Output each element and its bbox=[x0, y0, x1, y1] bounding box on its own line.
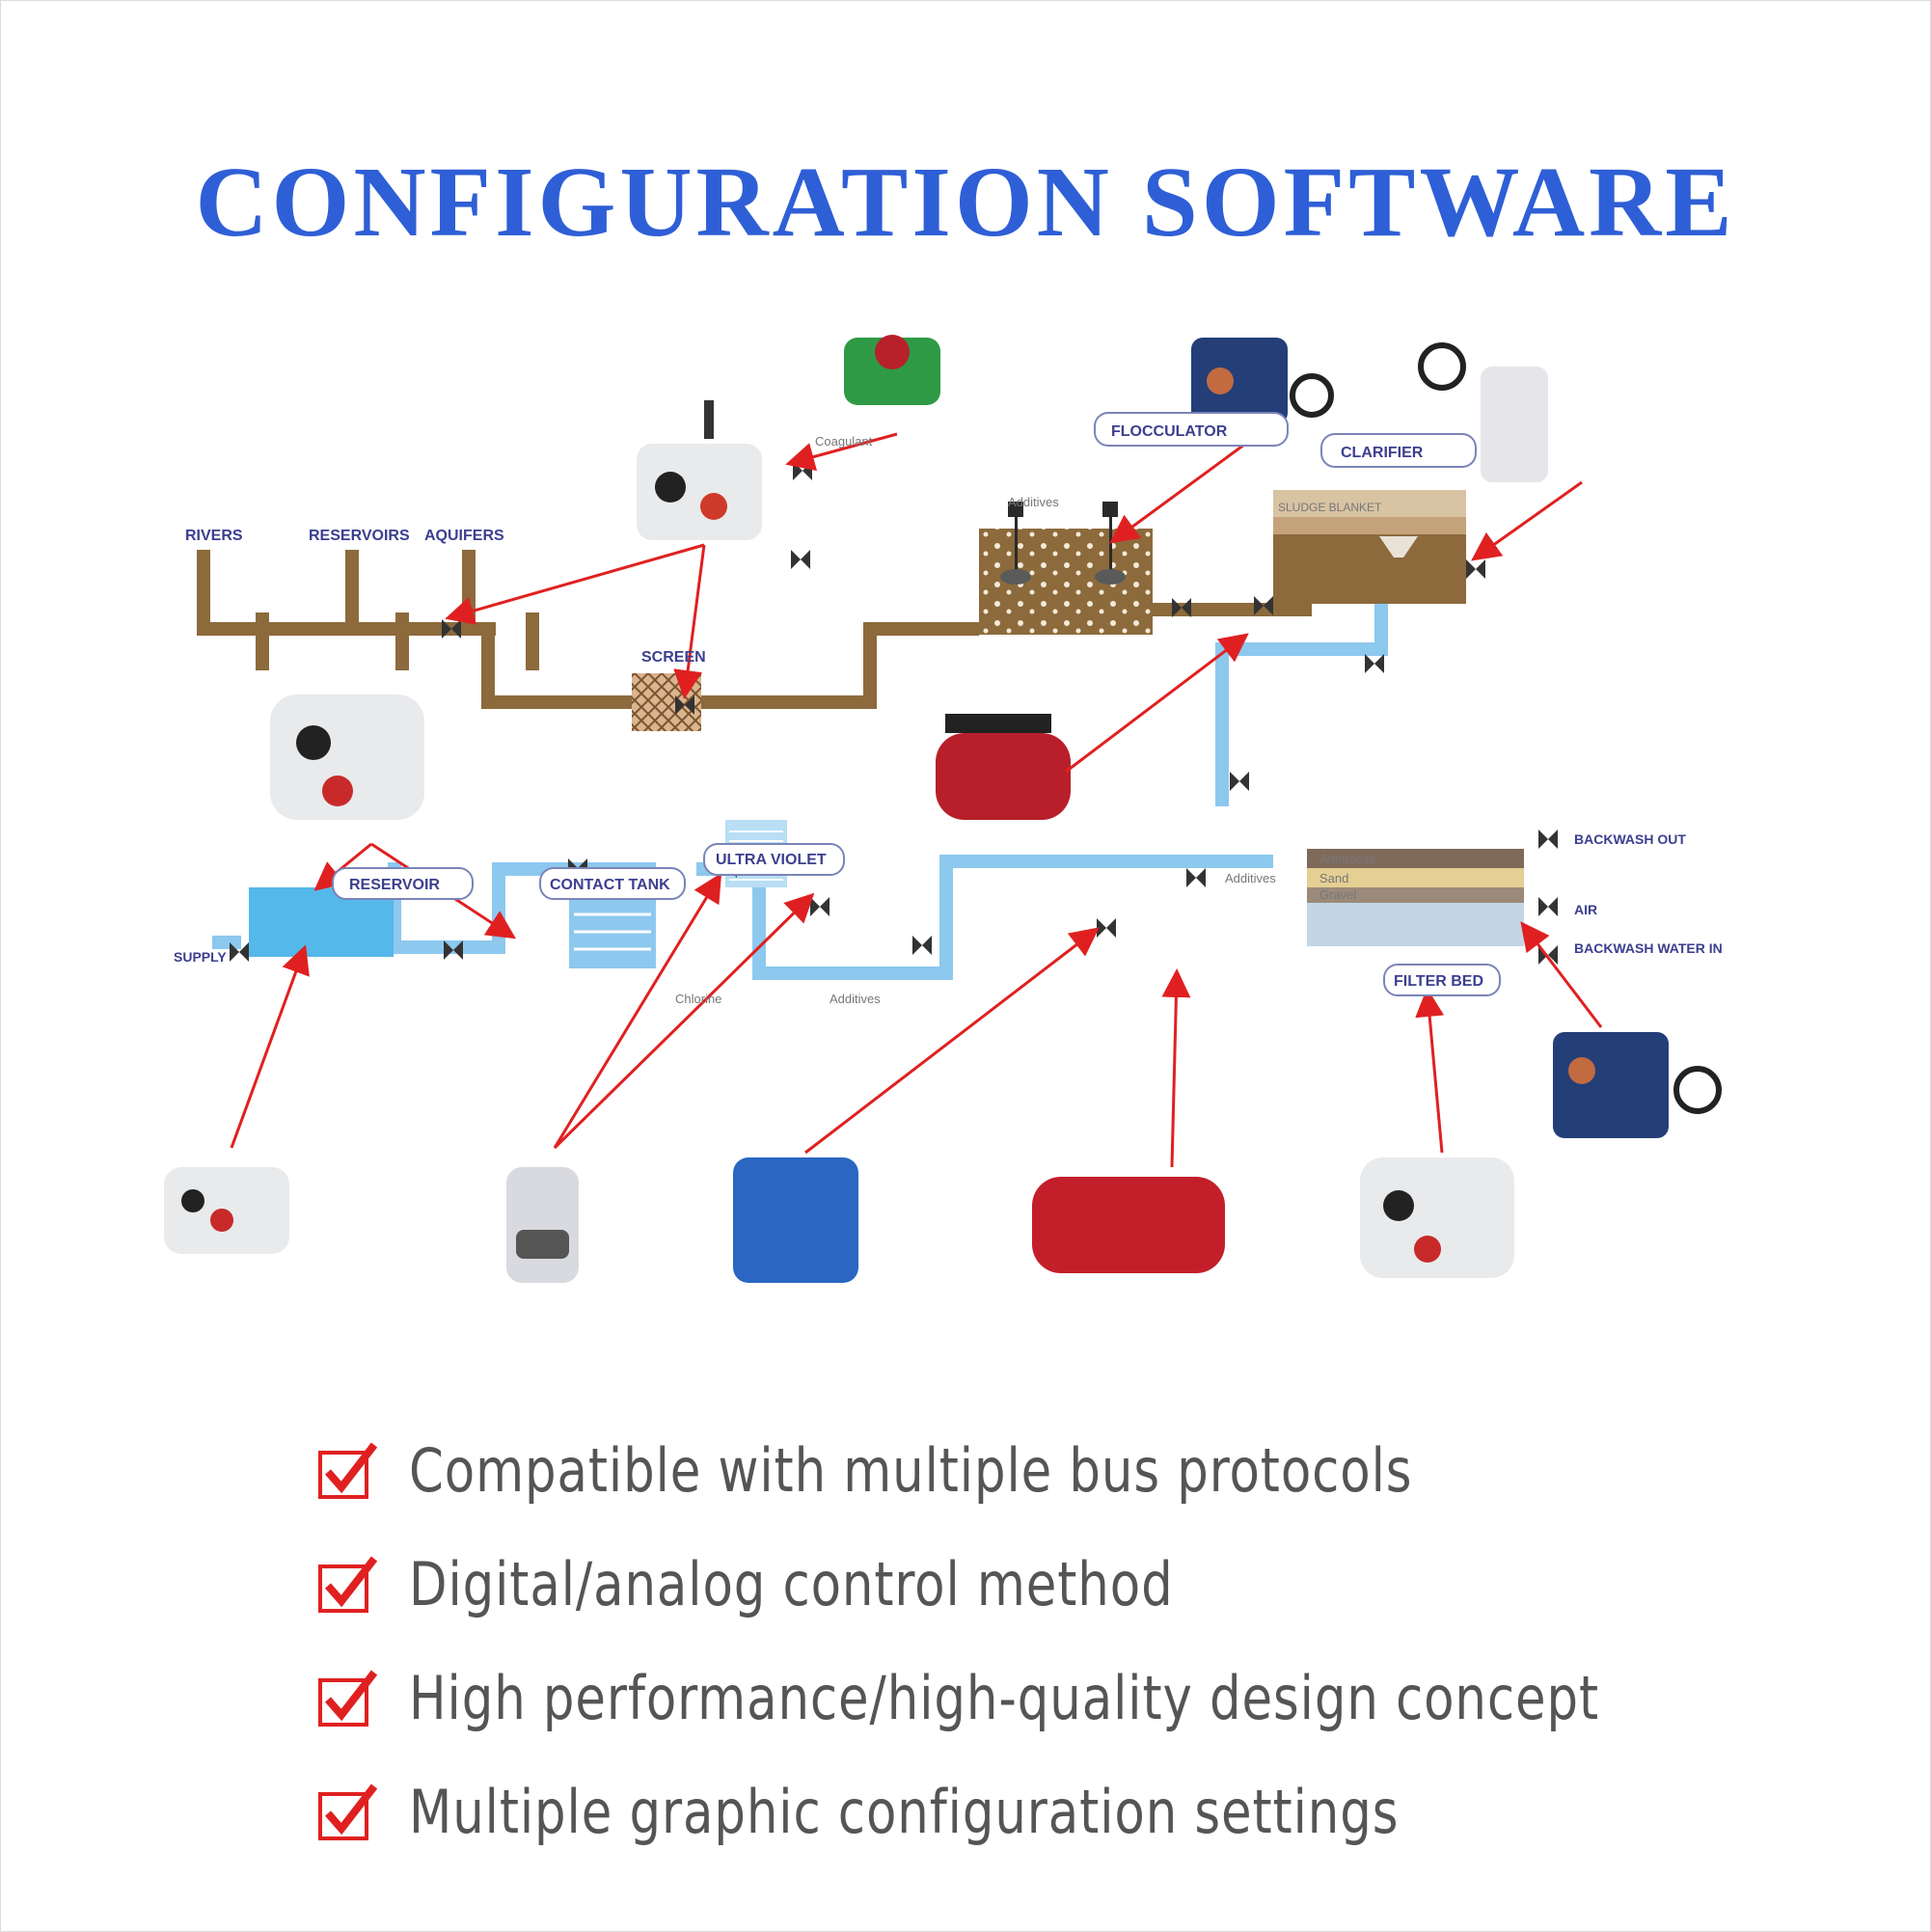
label-aquifers: AQUIFERS bbox=[424, 528, 504, 544]
actuator-blue-bottom3 bbox=[733, 1157, 858, 1283]
page-title: CONFIGURATION SOFTWARE bbox=[195, 147, 1736, 258]
actuator-white-left bbox=[270, 694, 424, 820]
feature-text: Digital/analog control method bbox=[409, 1548, 1174, 1619]
raw-water-pipes bbox=[256, 612, 539, 670]
actuator-white-bottom1 bbox=[164, 1167, 289, 1254]
feature-list: Compatible with multiple bus protocols D… bbox=[316, 1413, 1702, 1868]
actuator-blue-top bbox=[1191, 338, 1334, 424]
label-additives-right: Additives bbox=[1225, 871, 1276, 885]
process-diagram: RIVERS RESERVOIRS AQUIFERS SCREEN Coagul… bbox=[164, 335, 1723, 1283]
label-gravel: Gravel bbox=[1319, 887, 1356, 902]
actuator-green bbox=[844, 335, 940, 405]
feature-text: Multiple graphic configuration settings bbox=[409, 1776, 1400, 1847]
label-sludge-blanket: SLUDGE BLANKET bbox=[1278, 501, 1382, 514]
label-air: AIR bbox=[1574, 902, 1597, 917]
actuator-white-center bbox=[637, 400, 762, 540]
ball-valve-top-right bbox=[1418, 342, 1548, 482]
label-filter-bed: FILTER BED bbox=[1394, 973, 1483, 990]
label-contact-tank: CONTACT TANK bbox=[550, 877, 670, 893]
label-flocculator: FLOCCULATOR bbox=[1111, 423, 1228, 440]
label-reservoirs: RESERVOIRS bbox=[309, 528, 410, 544]
ultra-violet-badge: ULTRA VIOLET bbox=[703, 843, 845, 876]
label-supply: SUPPLY bbox=[174, 949, 227, 965]
flocculator-badge: FLOCCULATOR bbox=[1094, 412, 1289, 447]
filter-bed-badge: FILTER BED bbox=[1383, 964, 1501, 996]
feature-item: High performance/high-quality design con… bbox=[316, 1641, 1702, 1755]
actuator-blue-right bbox=[1553, 1032, 1722, 1138]
label-rivers: RIVERS bbox=[185, 528, 243, 544]
label-sand: Sand bbox=[1319, 871, 1348, 885]
filter-bed-tank bbox=[1307, 849, 1524, 946]
actuator-white-bottom5 bbox=[1360, 1157, 1514, 1278]
source-drops bbox=[197, 550, 476, 627]
checkbox-check-icon bbox=[318, 1556, 378, 1613]
checkbox-check-icon bbox=[318, 1783, 378, 1840]
checkbox-check-icon bbox=[318, 1442, 378, 1499]
label-clarifier: CLARIFIER bbox=[1341, 445, 1424, 461]
contact-tank-badge: CONTACT TANK bbox=[539, 867, 686, 900]
label-reservoir: RESERVOIR bbox=[349, 877, 440, 893]
red-connectors bbox=[230, 432, 1603, 1168]
clarifier-badge: CLARIFIER bbox=[1320, 433, 1477, 468]
label-additives-bottom: Additives bbox=[830, 992, 881, 1006]
label-coagulant: Coagulant bbox=[815, 434, 873, 449]
feature-item: Multiple graphic configuration settings bbox=[316, 1755, 1702, 1868]
label-backwash-water-in: BACKWASH WATER IN bbox=[1574, 940, 1723, 956]
label-screen: SCREEN bbox=[641, 649, 706, 666]
flocculator-mixers bbox=[1000, 502, 1126, 585]
label-additives-top: Additives bbox=[1008, 495, 1059, 509]
feature-text: Compatible with multiple bus protocols bbox=[409, 1434, 1413, 1506]
feature-item: Digital/analog control method bbox=[316, 1527, 1702, 1641]
label-anthracite: Anthracite bbox=[1319, 852, 1376, 866]
feature-item: Compatible with multiple bus protocols bbox=[316, 1413, 1702, 1527]
checkbox-check-icon bbox=[318, 1670, 378, 1727]
clarifier-tank bbox=[1273, 490, 1466, 604]
label-backwash-out: BACKWASH OUT bbox=[1574, 831, 1686, 847]
label-chlorine: Chlorine bbox=[675, 992, 721, 1006]
reservoir-badge: RESERVOIR bbox=[332, 867, 474, 900]
pneumatic-red-center bbox=[936, 714, 1071, 820]
label-ultra-violet: ULTRA VIOLET bbox=[716, 852, 827, 868]
pneumatic-red-bottom4 bbox=[1032, 1177, 1225, 1273]
feature-text: High performance/high-quality design con… bbox=[409, 1662, 1600, 1733]
actuator-grey-bottom2 bbox=[506, 1167, 579, 1283]
